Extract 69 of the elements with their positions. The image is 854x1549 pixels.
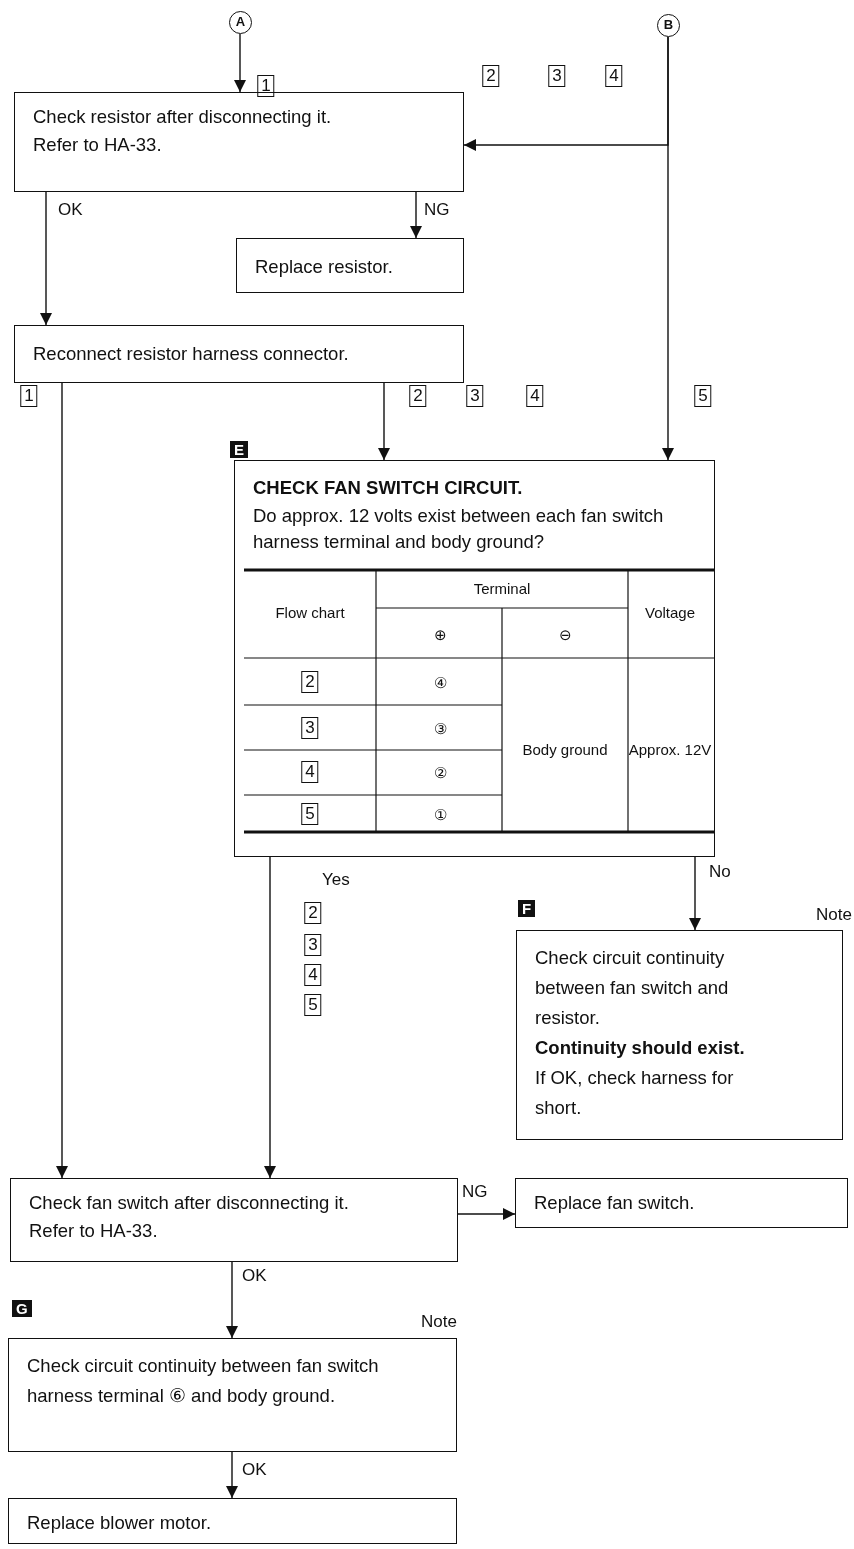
process-box (8, 1338, 457, 1452)
arrow (56, 382, 68, 1179)
step-number: 5 (301, 803, 319, 825)
step-number: 1 (257, 75, 275, 97)
terminal-symbol: ② (433, 762, 447, 782)
step-text: Replace blower motor. (27, 1511, 213, 1535)
step-text: Check resistor after disconnecting it. (33, 105, 333, 129)
step-text: Check fan switch after disconnecting it. (29, 1191, 350, 1215)
arrow (410, 191, 422, 239)
process-box (236, 238, 464, 293)
step-text: Reconnect resistor harness connector. (33, 342, 350, 366)
table-header: Voltage (645, 602, 695, 622)
connector-circle: B (657, 14, 680, 37)
table-cell-text: Body ground (521, 739, 609, 759)
step-text: Replace resistor. (255, 255, 394, 279)
terminal-symbol: ④ (433, 672, 447, 692)
arrow (40, 191, 52, 326)
terminal-symbol: ① (433, 804, 447, 824)
arrow (457, 1208, 516, 1220)
note-label: Note (421, 1312, 457, 1331)
step-number: 4 (301, 761, 319, 783)
section-marker: G (12, 1300, 32, 1317)
step-number: 2 (304, 902, 322, 924)
section-marker: E (230, 441, 248, 458)
step-number: 2 (482, 65, 500, 87)
heading-text: Continuity should exist. (535, 1036, 746, 1060)
step-number: 5 (694, 385, 712, 407)
step-number: 4 (304, 964, 322, 986)
step-text: Refer to HA-33. (29, 1219, 159, 1243)
process-box (516, 930, 843, 1140)
step-number: 5 (304, 994, 322, 1016)
table-header: Terminal (473, 578, 531, 598)
step-number: 4 (526, 385, 544, 407)
terminal-symbol: ③ (433, 718, 447, 738)
step-text: Refer to HA-33. (33, 133, 163, 157)
terminal-symbol: ⊖ (558, 624, 572, 644)
table-header: Flow chart (275, 602, 345, 622)
step-number: 1 (20, 385, 38, 407)
step-text: Do approx. 12 volts exist between each fan switch harness terminal and body ground? (253, 504, 665, 554)
note-label: Note (816, 905, 852, 924)
step-number: 3 (304, 934, 322, 956)
arrow (226, 1451, 238, 1499)
step-number: 3 (466, 385, 484, 407)
step-text: If OK, check harness for short. (535, 1066, 735, 1120)
arrow (689, 856, 701, 931)
process-box (234, 460, 715, 857)
process-box (10, 1178, 458, 1262)
step-text: Replace fan switch. (534, 1191, 696, 1215)
heading-text: CHECK FAN SWITCH CIRCUIT. (253, 476, 524, 500)
section-marker: F (518, 900, 536, 917)
step-text: Check circuit continuity between fan switch harness terminal ⑥ and body ground. (27, 1354, 380, 1408)
connector-circle: A (229, 11, 252, 34)
step-number: 3 (548, 65, 566, 87)
step-number: 2 (301, 671, 319, 693)
terminal-symbol: ⊕ (433, 624, 447, 644)
arrow (662, 36, 674, 461)
step-number: 3 (301, 717, 319, 739)
process-box (515, 1178, 848, 1228)
arrow (234, 33, 246, 93)
process-box (8, 1498, 457, 1544)
process-box (14, 92, 464, 192)
step-number: 2 (409, 385, 427, 407)
arrow (226, 1261, 238, 1339)
step-text: Check circuit continuity between fan switch and resistor. (535, 946, 730, 1030)
process-box (14, 325, 464, 383)
table-cell-text: Approx. 12V (627, 739, 713, 759)
step-number: 4 (605, 65, 623, 87)
arrow (264, 856, 276, 1179)
arrow (378, 382, 390, 461)
